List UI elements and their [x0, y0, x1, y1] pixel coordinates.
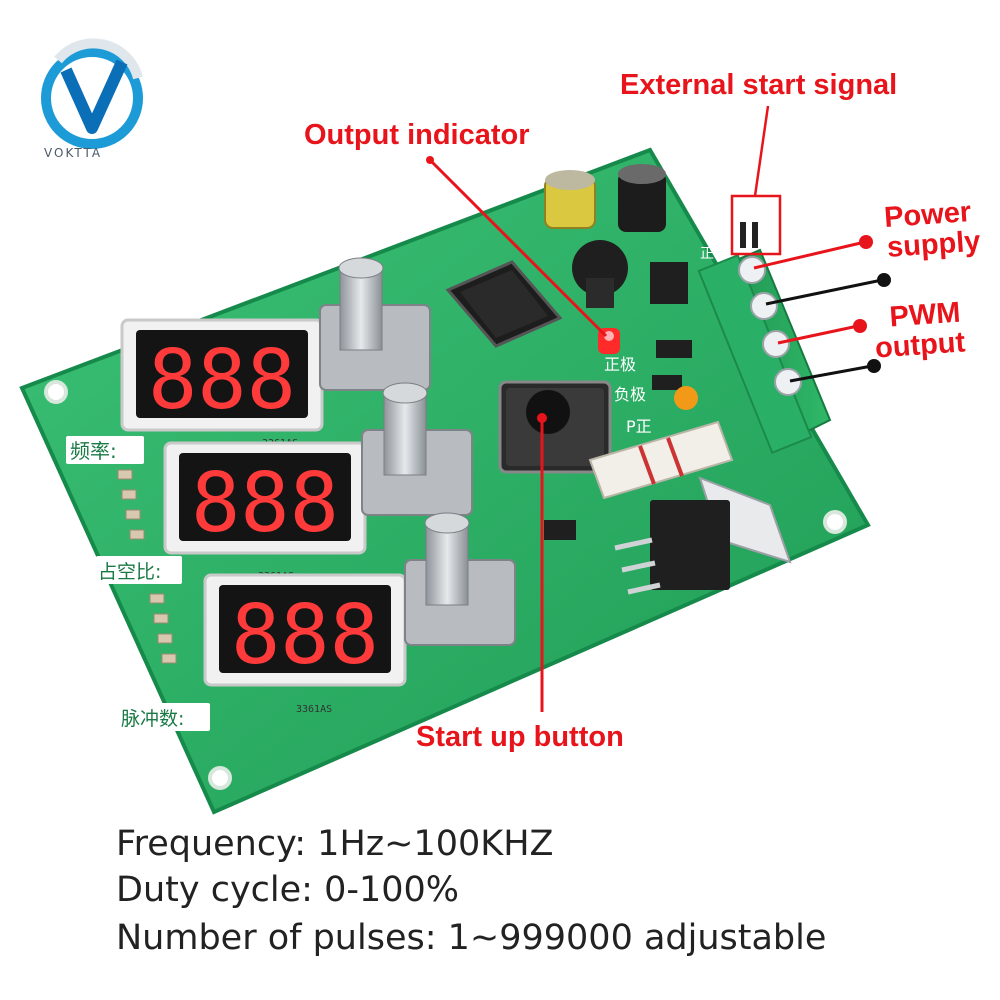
- label-p-positive: P正: [626, 417, 652, 436]
- pulse-count-encoder-knob[interactable]: [404, 512, 516, 646]
- callout-pwm-output: PWM output: [874, 297, 966, 365]
- capacitor: [544, 170, 596, 229]
- pcb-board: 888 3361AS 888 3361AS 888 3361AS 频率: 占空比…: [19, 147, 871, 815]
- pulse-count-display-model: 3361AS: [296, 704, 332, 715]
- duty-cycle-digits: 888: [191, 456, 339, 551]
- screw-terminal-block: [697, 248, 832, 455]
- annotation-lines: [426, 105, 891, 712]
- duty-cycle-encoder-knob[interactable]: [361, 382, 473, 516]
- mounting-hole: [208, 766, 232, 790]
- smd-chip: [656, 340, 692, 358]
- mounting-hole: [44, 380, 68, 404]
- callout-power-supply-line2: supply: [886, 225, 982, 265]
- terminal-screw-pwm-positive: [762, 330, 790, 358]
- terminal-screw-positive: [738, 256, 766, 284]
- callout-start-up-button: Start up button: [416, 721, 624, 753]
- callout-output-indicator: Output indicator: [304, 119, 530, 151]
- callout-pwm-output-line2: output: [874, 326, 967, 365]
- label-positive: 正极: [604, 355, 636, 374]
- duty-cycle-display: 888 3361AS: [163, 441, 367, 582]
- label-pin-positive: 正极: [700, 246, 728, 262]
- frequency-digits: 888: [148, 333, 296, 428]
- ceramic-capacitor: [674, 386, 698, 410]
- smd-components: [117, 469, 177, 664]
- pulse-count-digits: 888: [231, 588, 379, 683]
- power-resistor: [588, 420, 734, 500]
- spec-duty-cycle: Duty cycle: 0-100%: [116, 870, 460, 910]
- brand-name: VOKTTA: [44, 146, 103, 160]
- terminal-screw-pwm-negative: [774, 368, 802, 396]
- microcontroller-chip: [445, 260, 563, 348]
- callout-power-supply: Power supply: [876, 196, 982, 265]
- start-up-button[interactable]: [498, 380, 612, 474]
- brand-logo: [41, 38, 143, 149]
- external-start-pins: [740, 222, 758, 248]
- label-negative: 负极: [614, 385, 646, 404]
- spec-pulses: Number of pulses: 1~999000 adjustable: [116, 918, 827, 958]
- smd-chip: [652, 375, 682, 390]
- label-frequency: 频率:: [70, 439, 117, 463]
- terminal-screw-negative: [750, 292, 778, 320]
- pulse-count-display: 888 3361AS: [203, 573, 407, 715]
- label-duty-cycle: 占空比:: [98, 561, 161, 583]
- spec-frequency: Frequency: 1Hz~100KHZ: [116, 824, 554, 864]
- callout-external-start-signal: External start signal: [620, 69, 898, 101]
- smd-chip: [544, 520, 576, 540]
- frequency-display: 888 3361AS: [120, 318, 324, 449]
- mosfet-transistor: [614, 476, 792, 595]
- inductor: [572, 240, 628, 308]
- frequency-encoder-knob[interactable]: [319, 257, 431, 391]
- mounting-hole: [823, 510, 847, 534]
- terminal-labels: 正极 负极 P正 正极: [604, 246, 728, 436]
- smd-chip: [650, 262, 688, 304]
- capacitor: [618, 164, 666, 232]
- label-pulse-count: 脉冲数:: [121, 708, 184, 730]
